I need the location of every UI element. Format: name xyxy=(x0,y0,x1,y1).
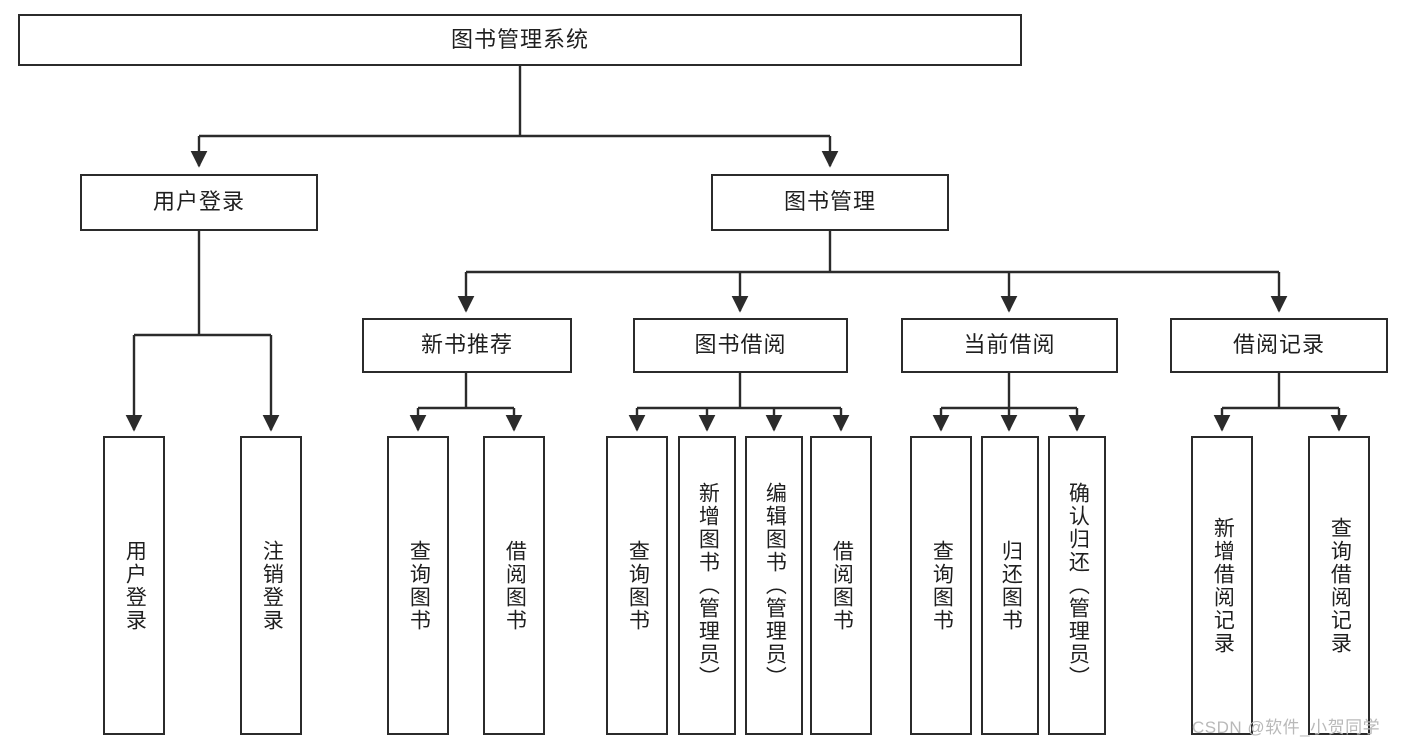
node-book-borrow[interactable]: 图书借阅 xyxy=(633,318,848,373)
leaf-query-book-recommend[interactable]: 查询图书 xyxy=(387,436,449,735)
node-label: 新书推荐 xyxy=(420,332,513,358)
node-label: 当前借阅 xyxy=(963,332,1056,358)
node-label: 确认归还（管理员） xyxy=(1066,482,1090,689)
node-new-book-recommend[interactable]: 新书推荐 xyxy=(362,318,572,373)
node-book-management[interactable]: 图书管理 xyxy=(711,174,949,231)
leaf-query-book-borrow[interactable]: 查询图书 xyxy=(606,436,668,735)
node-borrow-record[interactable]: 借阅记录 xyxy=(1170,318,1388,373)
leaf-confirm-return-admin[interactable]: 确认归还（管理员） xyxy=(1048,436,1106,735)
leaf-add-book-admin[interactable]: 新增图书（管理员） xyxy=(678,436,736,735)
leaf-query-book-current[interactable]: 查询图书 xyxy=(910,436,972,735)
node-label: 图书管理 xyxy=(783,189,876,215)
leaf-add-borrow-record[interactable]: 新增借阅记录 xyxy=(1191,436,1253,735)
node-label: 查询图书 xyxy=(626,539,650,632)
node-label: 新增图书（管理员） xyxy=(696,482,720,689)
leaf-user-login[interactable]: 用户登录 xyxy=(103,436,165,735)
node-current-borrow[interactable]: 当前借阅 xyxy=(901,318,1118,373)
node-label: 归还图书 xyxy=(999,539,1023,632)
node-root-system[interactable]: 图书管理系统 xyxy=(18,14,1022,66)
node-label: 借阅图书 xyxy=(830,539,854,632)
node-label: 用户登录 xyxy=(152,189,245,215)
node-label: 用户登录 xyxy=(123,539,147,632)
leaf-return-book[interactable]: 归还图书 xyxy=(981,436,1039,735)
node-label: 注销登录 xyxy=(260,539,284,632)
node-user-login[interactable]: 用户登录 xyxy=(80,174,318,231)
node-label: 借阅记录 xyxy=(1232,332,1325,358)
leaf-query-borrow-record[interactable]: 查询借阅记录 xyxy=(1308,436,1370,735)
node-label: 查询图书 xyxy=(407,539,431,632)
leaf-borrow-book-recommend[interactable]: 借阅图书 xyxy=(483,436,545,735)
node-label: 图书借阅 xyxy=(694,332,787,358)
node-label: 查询图书 xyxy=(930,539,954,632)
leaf-borrow-book[interactable]: 借阅图书 xyxy=(810,436,872,735)
node-label: 编辑图书（管理员） xyxy=(763,482,787,689)
node-label: 查询借阅记录 xyxy=(1328,516,1352,655)
leaf-edit-book-admin[interactable]: 编辑图书（管理员） xyxy=(745,436,803,735)
node-label: 图书管理系统 xyxy=(450,26,589,52)
leaf-user-logout[interactable]: 注销登录 xyxy=(240,436,302,735)
node-label: 借阅图书 xyxy=(503,539,527,632)
node-label: 新增借阅记录 xyxy=(1211,516,1235,655)
